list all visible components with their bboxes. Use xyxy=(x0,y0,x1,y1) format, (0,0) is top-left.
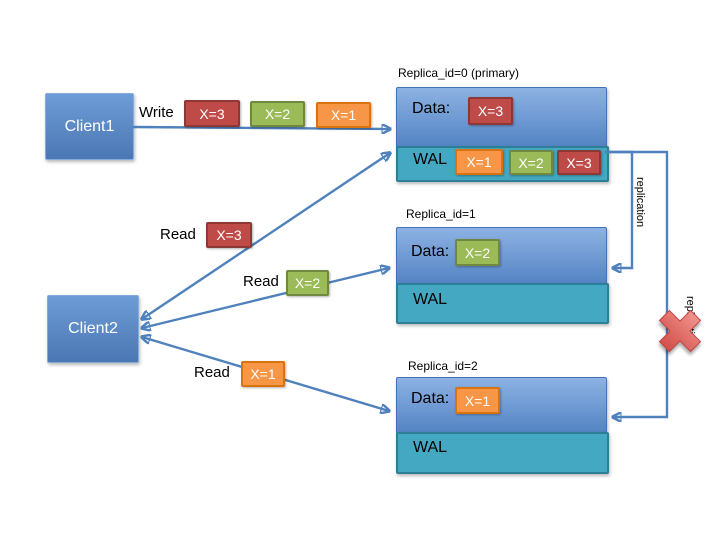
badge-text: X=1 xyxy=(330,107,357,123)
replica1-data-value-badge: X=2 xyxy=(455,239,500,266)
badge-text: X=1 xyxy=(466,154,492,170)
client2-label: Client2 xyxy=(68,320,118,337)
replica1-wal-box xyxy=(396,283,609,324)
badge-text: X=3 xyxy=(566,154,592,171)
replication-failed-cross-icon xyxy=(654,305,706,362)
replica0-wal-badge-1: X=1 xyxy=(455,149,503,175)
write-badge-1: X=3 xyxy=(184,100,240,127)
badge-text: X=1 xyxy=(464,392,491,409)
replica0-wal-badge-3: X=3 xyxy=(557,150,601,175)
badge-text: X=2 xyxy=(264,106,291,122)
badge-text: X=2 xyxy=(464,244,491,261)
read2-label: Read xyxy=(243,273,279,290)
replica2-wal-box xyxy=(396,432,609,474)
client2-box: Client2 xyxy=(47,295,139,363)
replica0-data-label: Data: xyxy=(412,100,451,117)
badge-text: X=3 xyxy=(199,105,225,122)
replica2-data-value-badge: X=1 xyxy=(455,387,500,414)
replica0-wal-label: WAL xyxy=(413,151,448,168)
replica0-data-value-badge: X=3 xyxy=(468,97,513,125)
badge-text: X=3 xyxy=(216,227,242,243)
replica1-title: Replica_id=1 xyxy=(406,207,476,221)
badge-text: X=3 xyxy=(477,103,504,119)
read1-label: Read xyxy=(160,226,196,243)
replica2-data-label: Data: xyxy=(411,390,450,407)
replica2-title: Replica_id=2 xyxy=(408,359,478,373)
badge-text: X=2 xyxy=(294,275,321,291)
read1-badge: X=3 xyxy=(206,222,252,248)
replica1-wal-label: WAL xyxy=(413,291,448,308)
read2-badge: X=2 xyxy=(286,270,329,296)
client1-label: Client1 xyxy=(64,117,115,135)
read3-label: Read xyxy=(194,364,230,381)
badge-text: X=1 xyxy=(250,366,276,382)
write-badge-2: X=2 xyxy=(250,101,305,127)
replication-arrow-replica1 xyxy=(605,150,634,268)
badge-text: X=2 xyxy=(518,154,544,171)
client1-box: Client1 xyxy=(45,93,134,160)
replica2-wal-label: WAL xyxy=(413,439,448,456)
replication-label-1: replication xyxy=(634,177,646,228)
replica0-title: Replica_id=0 (primary) xyxy=(398,66,520,80)
write-badge-3: X=1 xyxy=(316,102,371,128)
write-label: Write xyxy=(139,104,174,121)
read3-badge: X=1 xyxy=(241,361,285,387)
replica0-wal-badge-2: X=2 xyxy=(509,150,553,175)
replica1-data-label: Data: xyxy=(411,243,450,260)
